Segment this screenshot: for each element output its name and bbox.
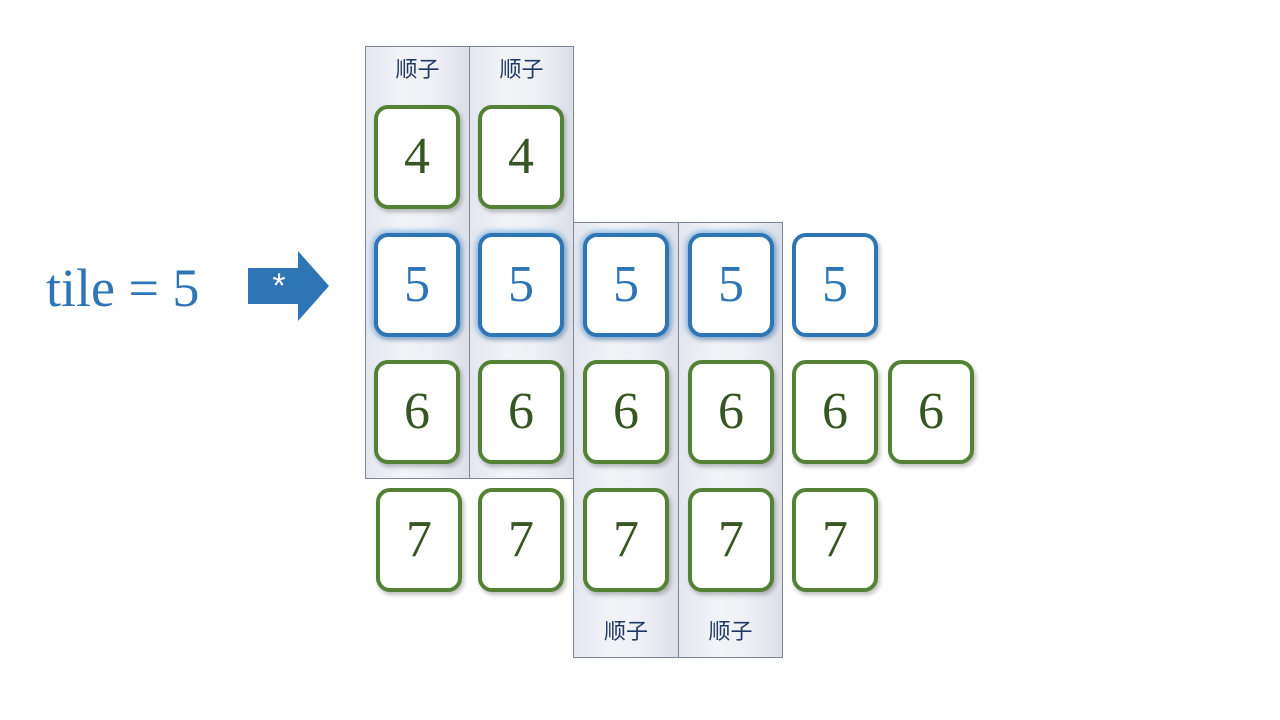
column-label-2: 顺子 xyxy=(499,58,544,83)
tile-7: 7 xyxy=(583,488,669,592)
tile-5: 5 xyxy=(374,233,460,337)
tile-4: 4 xyxy=(374,105,460,209)
tile-5: 5 xyxy=(583,233,669,337)
tile-7: 7 xyxy=(792,488,878,592)
tile-label: tile = 5 xyxy=(46,258,200,318)
column-label-4: 顺子 xyxy=(708,620,753,645)
arrow-asterisk: * xyxy=(272,267,286,305)
tile-6: 6 xyxy=(374,360,460,464)
tile-5: 5 xyxy=(688,233,774,337)
tile-5: 5 xyxy=(792,233,878,337)
tile-7: 7 xyxy=(376,488,462,592)
tile-6: 6 xyxy=(583,360,669,464)
tile-6: 6 xyxy=(478,360,564,464)
tile-5: 5 xyxy=(478,233,564,337)
tile-7: 7 xyxy=(688,488,774,592)
tile-4: 4 xyxy=(478,105,564,209)
tile-6: 6 xyxy=(688,360,774,464)
column-label-1: 顺子 xyxy=(395,58,440,83)
tile-6: 6 xyxy=(792,360,878,464)
column-label-3: 顺子 xyxy=(603,620,648,645)
right-arrow-icon: * xyxy=(246,251,330,321)
tile-7: 7 xyxy=(478,488,564,592)
tile-6: 6 xyxy=(888,360,974,464)
